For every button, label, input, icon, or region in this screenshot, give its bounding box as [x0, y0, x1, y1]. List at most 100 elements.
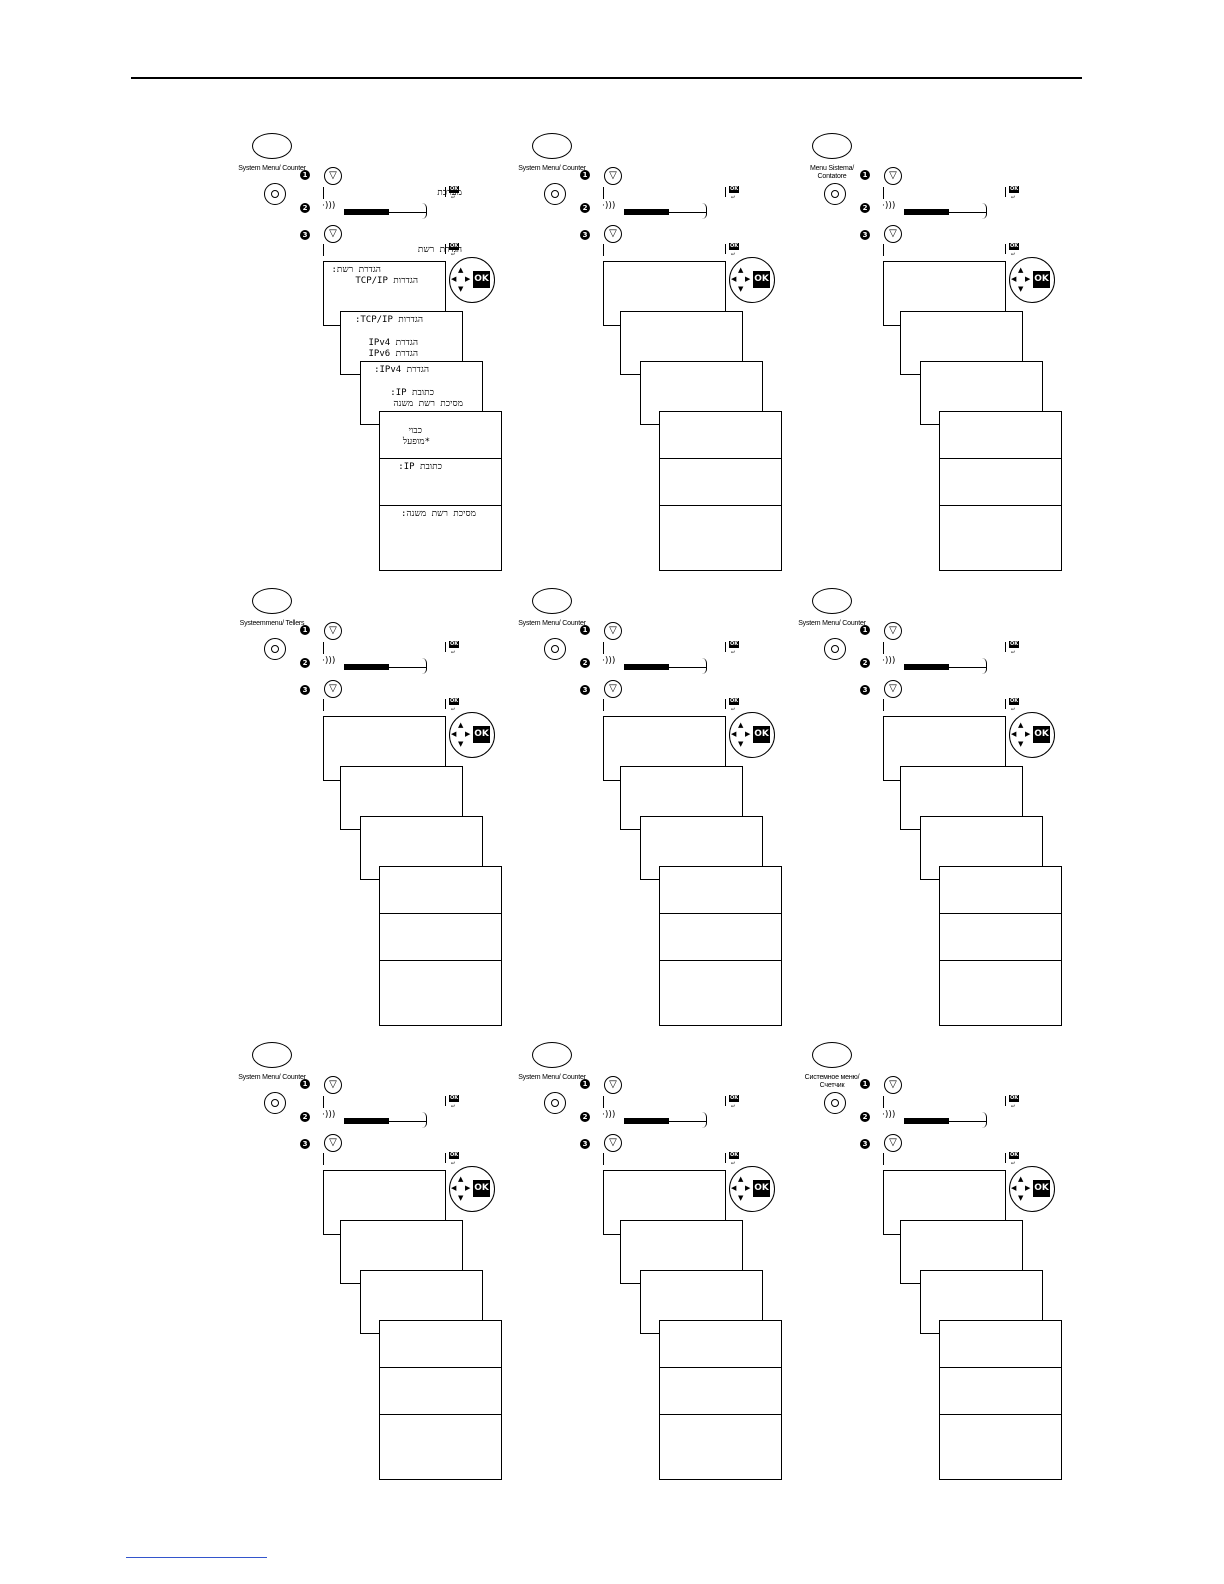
ok-navigation-pad[interactable]: OK ▲ ▼◀ ▶: [1009, 1166, 1055, 1212]
ok-navigation-pad[interactable]: OK ▲ ▼◀ ▶: [449, 1166, 495, 1212]
four-way-arrows-icon[interactable]: ▲: [458, 266, 464, 274]
down-arrow-button[interactable]: ▽: [604, 622, 622, 640]
system-menu-key-outline: [812, 133, 852, 159]
ok-navigation-pad[interactable]: OK ▲ ▼◀ ▶: [449, 712, 495, 758]
four-way-arrows-icon[interactable]: ▶: [1025, 730, 1031, 738]
four-way-arrows-icon[interactable]: ▶: [1025, 1184, 1031, 1192]
ok-navigation-pad[interactable]: OK ▲ ▼◀ ▶: [1009, 712, 1055, 758]
enter-arrow-icon: ↵: [731, 1159, 735, 1166]
four-way-arrows-icon[interactable]: ▼: [1018, 285, 1024, 293]
four-way-arrows-icon[interactable]: ◀: [1011, 730, 1017, 738]
enter-arrow-icon: ↵: [1011, 705, 1015, 712]
ok-navigation-pad[interactable]: OK ▲ ▼◀ ▶: [1009, 257, 1055, 303]
four-way-arrows-icon[interactable]: ▲: [1018, 266, 1024, 274]
down-arrow-button[interactable]: ▽: [324, 167, 342, 185]
ok-navigation-pad[interactable]: OK ▲ ▼◀ ▶: [729, 257, 775, 303]
ok-button[interactable]: OK: [753, 271, 770, 288]
enter-arrow-icon: ↵: [731, 250, 735, 257]
down-arrow-button[interactable]: ▽: [884, 167, 902, 185]
down-arrow-button[interactable]: ▽: [324, 1076, 342, 1094]
down-arrow-button[interactable]: ▽: [324, 680, 342, 698]
volume-bar-end: [422, 658, 427, 674]
four-way-arrows-icon[interactable]: ◀: [451, 1184, 457, 1192]
ok-button[interactable]: OK: [473, 271, 490, 288]
step-number: 1: [580, 1079, 590, 1089]
system-menu-button[interactable]: [544, 1092, 566, 1114]
down-arrow-button[interactable]: ▽: [884, 622, 902, 640]
screen-text-line: הגדרות TCP/IP: [355, 276, 418, 286]
down-arrow-button[interactable]: ▽: [604, 1134, 622, 1152]
voice-wave-icon: ·))): [322, 1110, 336, 1120]
four-way-arrows-icon[interactable]: ▼: [1018, 740, 1024, 748]
system-menu-button[interactable]: [544, 183, 566, 205]
four-way-arrows-icon[interactable]: ▼: [738, 740, 744, 748]
display-screen-ip-address: [659, 1367, 782, 1415]
four-way-arrows-icon[interactable]: ▶: [465, 1184, 471, 1192]
four-way-arrows-icon[interactable]: ▶: [465, 730, 471, 738]
four-way-arrows-icon[interactable]: ▲: [458, 721, 464, 729]
four-way-arrows-icon[interactable]: ▲: [1018, 721, 1024, 729]
voice-wave-icon: ·))): [602, 201, 616, 211]
display-row-menu: [603, 244, 742, 256]
ok-button[interactable]: OK: [1033, 1180, 1050, 1197]
ok-button[interactable]: OK: [473, 726, 490, 743]
display-screen-subnet-mask: [659, 960, 782, 1026]
down-arrow-button[interactable]: ▽: [324, 1134, 342, 1152]
four-way-arrows-icon[interactable]: ▲: [738, 266, 744, 274]
step-number: 2: [860, 1112, 870, 1122]
four-way-arrows-icon[interactable]: ◀: [731, 275, 737, 283]
display-screen-dhcp-option: [659, 866, 782, 914]
four-way-arrows-icon[interactable]: ▶: [1025, 275, 1031, 283]
system-menu-button[interactable]: [544, 638, 566, 660]
four-way-arrows-icon[interactable]: ▶: [745, 730, 751, 738]
ok-button[interactable]: OK: [753, 726, 770, 743]
four-way-arrows-icon[interactable]: ▲: [738, 1175, 744, 1183]
four-way-arrows-icon[interactable]: ▼: [738, 285, 744, 293]
four-way-arrows-icon[interactable]: ◀: [1011, 1184, 1017, 1192]
system-menu-button[interactable]: [264, 1092, 286, 1114]
system-menu-key-outline: [532, 588, 572, 614]
ok-navigation-pad[interactable]: OK ▲ ▼◀ ▶: [729, 712, 775, 758]
system-menu-button[interactable]: [264, 638, 286, 660]
four-way-arrows-icon[interactable]: ▶: [745, 1184, 751, 1192]
ok-button[interactable]: OK: [1033, 726, 1050, 743]
four-way-arrows-icon[interactable]: ◀: [451, 275, 457, 283]
four-way-arrows-icon[interactable]: ▶: [745, 275, 751, 283]
down-arrow-button[interactable]: ▽: [604, 1076, 622, 1094]
step-number: 1: [860, 625, 870, 635]
four-way-arrows-icon[interactable]: ▲: [458, 1175, 464, 1183]
four-way-arrows-icon[interactable]: ▼: [458, 1194, 464, 1202]
down-arrow-button[interactable]: ▽: [324, 225, 342, 243]
ok-navigation-pad[interactable]: OK ▲ ▼◀ ▶: [729, 1166, 775, 1212]
system-menu-button[interactable]: [824, 1092, 846, 1114]
four-way-arrows-icon[interactable]: ◀: [451, 730, 457, 738]
down-arrow-button[interactable]: ▽: [884, 1134, 902, 1152]
enter-arrow-icon: ↵: [451, 1102, 455, 1109]
system-menu-button[interactable]: [264, 183, 286, 205]
step-number: 2: [300, 658, 310, 668]
four-way-arrows-icon[interactable]: ▼: [1018, 1194, 1024, 1202]
four-way-arrows-icon[interactable]: ▲: [1018, 1175, 1024, 1183]
four-way-arrows-icon[interactable]: ▼: [458, 740, 464, 748]
ok-button[interactable]: OK: [473, 1180, 490, 1197]
down-arrow-button[interactable]: ▽: [604, 225, 622, 243]
down-arrow-button[interactable]: ▽: [884, 680, 902, 698]
down-arrow-button[interactable]: ▽: [604, 167, 622, 185]
system-menu-button[interactable]: [824, 183, 846, 205]
down-arrow-button[interactable]: ▽: [324, 622, 342, 640]
four-way-arrows-icon[interactable]: ◀: [1011, 275, 1017, 283]
four-way-arrows-icon[interactable]: ▲: [738, 721, 744, 729]
down-arrow-button[interactable]: ▽: [884, 225, 902, 243]
down-arrow-button[interactable]: ▽: [884, 1076, 902, 1094]
ok-button[interactable]: OK: [1033, 271, 1050, 288]
system-menu-button[interactable]: [824, 638, 846, 660]
four-way-arrows-icon[interactable]: ▼: [458, 285, 464, 293]
four-way-arrows-icon[interactable]: ▶: [465, 275, 471, 283]
four-way-arrows-icon[interactable]: ▼: [738, 1194, 744, 1202]
down-arrow-button[interactable]: ▽: [604, 680, 622, 698]
four-way-arrows-icon[interactable]: ◀: [731, 730, 737, 738]
ok-button[interactable]: OK: [753, 1180, 770, 1197]
four-way-arrows-icon[interactable]: ◀: [731, 1184, 737, 1192]
ok-navigation-pad[interactable]: OK ▲ ▼◀ ▶: [449, 257, 495, 303]
